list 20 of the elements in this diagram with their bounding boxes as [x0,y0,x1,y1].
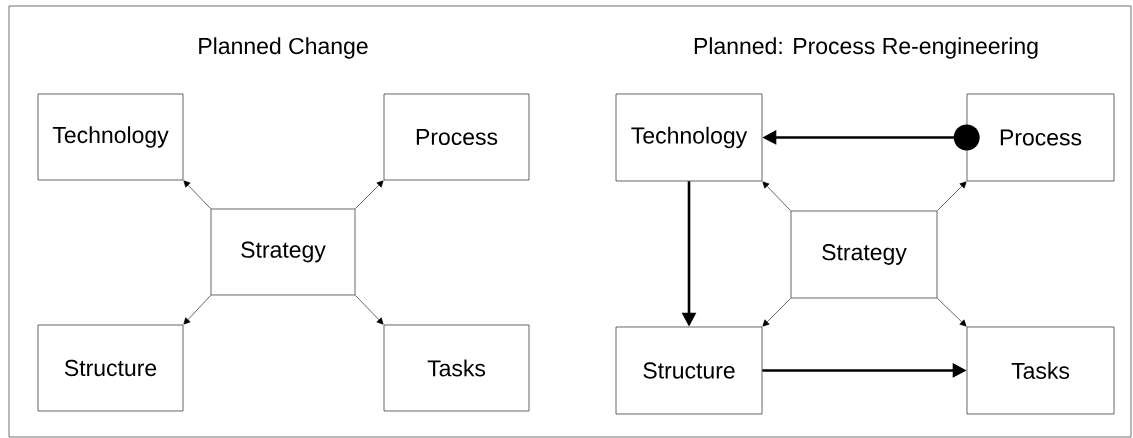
box: Tasks [383,324,530,412]
arrow [355,180,384,209]
arrow [762,298,791,327]
box: Strategy [790,210,938,299]
heading: Planned: Process Re-engineering [694,37,1038,59]
box: Strategy [210,208,356,296]
arrow [183,295,211,325]
box: Structure [615,326,763,415]
box: Structure [37,324,184,412]
arrow [355,295,384,325]
box: Technology [615,93,763,182]
arrow [183,180,211,209]
heading: Planned Change [199,37,368,59]
arrow [937,181,967,211]
box: Tasks [966,326,1115,415]
box: Process [383,93,530,181]
box: Technology [37,93,184,181]
box: Process [966,93,1115,182]
arrow [762,181,791,211]
arrow [937,298,967,327]
